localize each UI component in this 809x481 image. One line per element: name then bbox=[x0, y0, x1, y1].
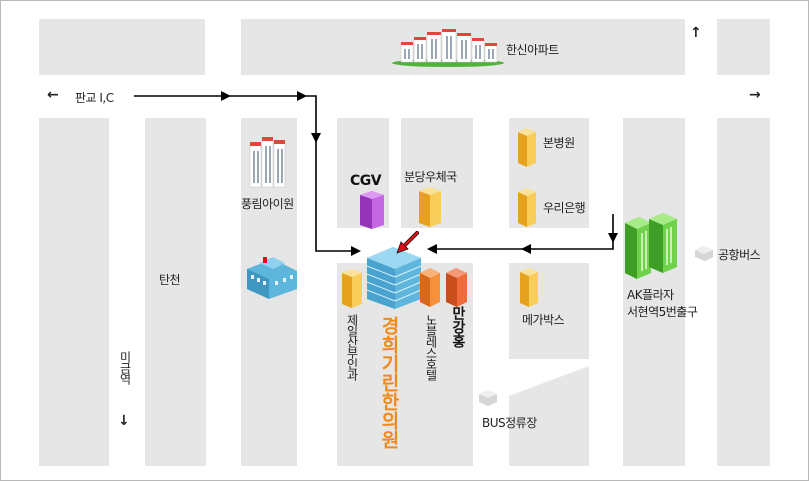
post-office-label: 분당우체국 bbox=[404, 170, 457, 184]
jeil-obgyn-label: 제일산부인과 bbox=[345, 314, 359, 380]
cgv-label: CGV bbox=[350, 173, 382, 189]
hanshin-apt-label: 한신아파트 bbox=[506, 43, 559, 57]
mangangsong-label: 만강홍 bbox=[450, 306, 466, 348]
arrow-up-icon: ↑ bbox=[690, 25, 702, 41]
migeumyeok-label: 미금역 bbox=[118, 351, 132, 384]
pangyo-ic-label: 판교 I,C bbox=[75, 91, 114, 105]
block-right bbox=[717, 118, 770, 466]
woori-bank-label: 우리은행 bbox=[543, 201, 586, 215]
block-ak-plaza bbox=[623, 118, 685, 466]
arrow-down-icon: ↓ bbox=[118, 413, 130, 429]
clinic-name-label: 경희기린한의원 bbox=[378, 316, 400, 449]
block-far-left bbox=[39, 118, 109, 466]
seohyeon-exit5-label: 서현역5번출구 bbox=[627, 305, 698, 319]
ak-plaza-label: AK플라자 bbox=[627, 288, 674, 302]
arrow-left-icon: ← bbox=[47, 87, 59, 103]
airport-bus-label: 공항버스 bbox=[718, 248, 761, 262]
block-top-left bbox=[39, 19, 205, 75]
tancheon-label: 탄천 bbox=[159, 273, 181, 287]
novotel-label: 노블레스호텔 bbox=[424, 314, 438, 380]
pungrim-label: 풍림아이원 bbox=[241, 197, 294, 211]
bonbyeongwon-label: 본병원 bbox=[543, 136, 575, 150]
megabox-label: 메가박스 bbox=[522, 313, 565, 327]
block-top-right bbox=[717, 19, 770, 75]
arrow-right-icon: → bbox=[749, 87, 761, 103]
block-tancheon bbox=[145, 118, 206, 466]
bus-stop-label: BUS정류장 bbox=[482, 416, 537, 430]
